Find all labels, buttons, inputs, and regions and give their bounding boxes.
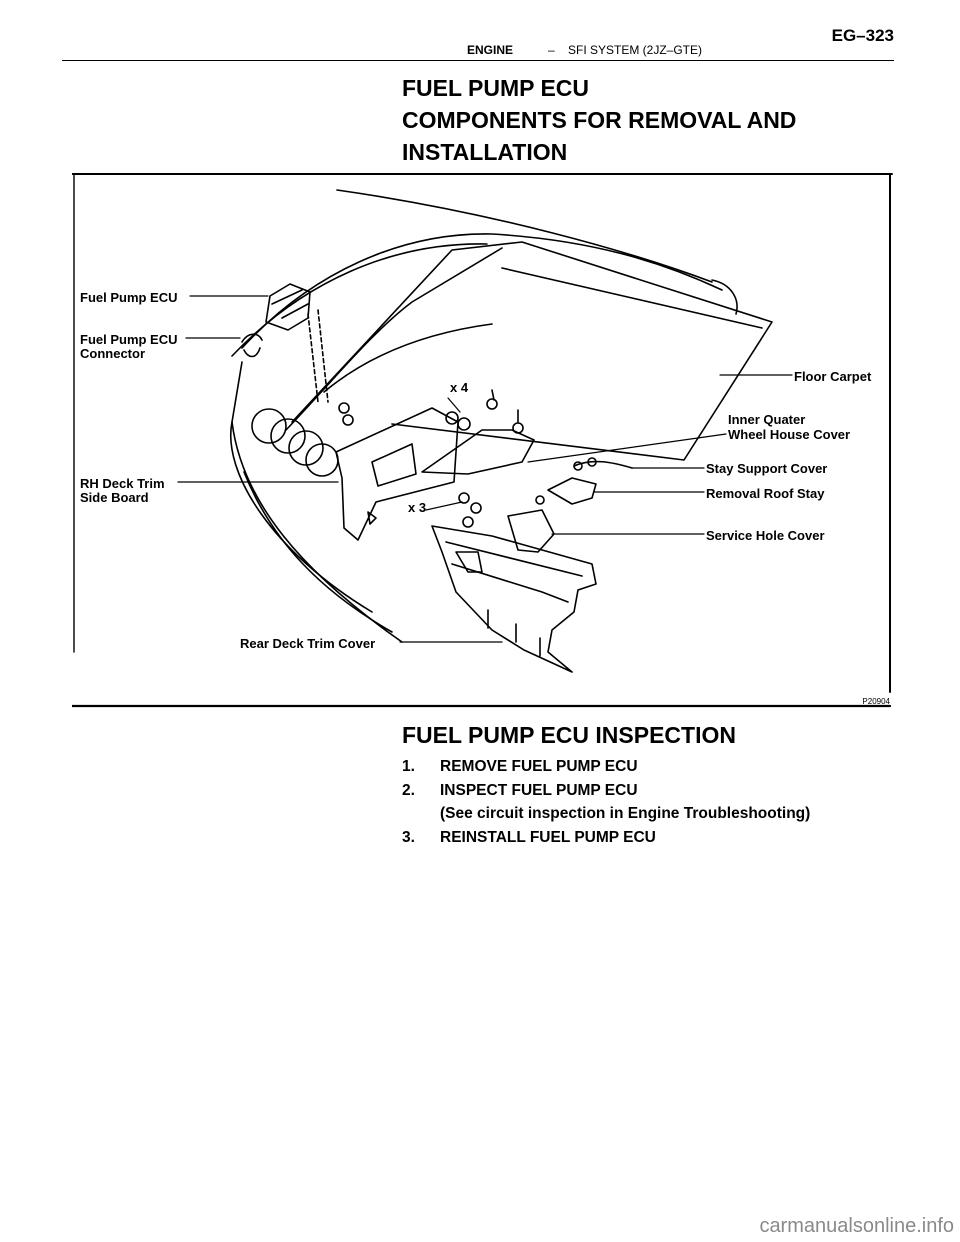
label-rear-deck: Rear Deck Trim Cover <box>240 636 376 651</box>
label-connector-line2: Connector <box>80 346 145 361</box>
step-number: 2. <box>402 782 415 799</box>
label-qty-x3: x 3 <box>408 500 427 515</box>
header-rule <box>62 60 894 61</box>
title-line-2: COMPONENTS FOR REMOVAL AND <box>402 107 797 133</box>
header-system: SFI SYSTEM (2JZ–GTE) <box>568 43 703 57</box>
header-separator: – <box>548 43 555 57</box>
figure-code: P20904 <box>862 697 890 706</box>
step-text: REMOVE FUEL PUMP ECU <box>440 758 638 775</box>
label-floor-carpet: Floor Carpet <box>794 369 872 384</box>
title-line-1: FUEL PUMP ECU <box>402 75 590 101</box>
label-rh-deck-line2: Side Board <box>80 490 149 505</box>
header-section: ENGINE <box>467 43 514 57</box>
watermark: carmanualsonline.info <box>759 1215 954 1237</box>
step-item: 1. REMOVE FUEL PUMP ECU <box>402 758 638 776</box>
components-diagram: Fuel Pump ECU Fuel Pump ECU Connector RH… <box>72 172 894 712</box>
step-item: 2. INSPECT FUEL PUMP ECU <box>402 782 638 800</box>
step-text: REINSTALL FUEL PUMP ECU <box>440 829 656 846</box>
page-number: EG–323 <box>831 26 894 45</box>
section-title: FUEL PUMP ECU COMPONENTS FOR REMOVAL AND… <box>402 72 796 168</box>
inspection-heading: FUEL PUMP ECU INSPECTION <box>402 722 736 748</box>
label-inner-line1: Inner Quater <box>728 412 806 427</box>
label-qty-x4: x 4 <box>450 380 469 395</box>
title-line-3: INSTALLATION <box>402 139 568 165</box>
step-text: INSPECT FUEL PUMP ECU <box>440 782 638 799</box>
step-number: 1. <box>402 758 415 775</box>
step-item: 3. REINSTALL FUEL PUMP ECU <box>402 829 656 847</box>
page-header: ENGINE – SFI SYSTEM (2JZ–GTE) EG–323 <box>62 20 894 61</box>
step-number: 3. <box>402 829 415 846</box>
label-inner-line2: Wheel House Cover <box>728 427 851 442</box>
step-note: (See circuit inspection in Engine Troubl… <box>440 805 811 822</box>
diagram-drawing <box>72 173 893 708</box>
label-stay-support: Stay Support Cover <box>706 461 828 476</box>
label-removal-roof: Removal Roof Stay <box>706 486 825 501</box>
label-service-hole: Service Hole Cover <box>706 528 825 543</box>
label-fuel-pump-ecu: Fuel Pump ECU <box>80 290 178 305</box>
label-connector-line1: Fuel Pump ECU <box>80 332 178 347</box>
label-rh-deck-line1: RH Deck Trim <box>80 476 165 491</box>
